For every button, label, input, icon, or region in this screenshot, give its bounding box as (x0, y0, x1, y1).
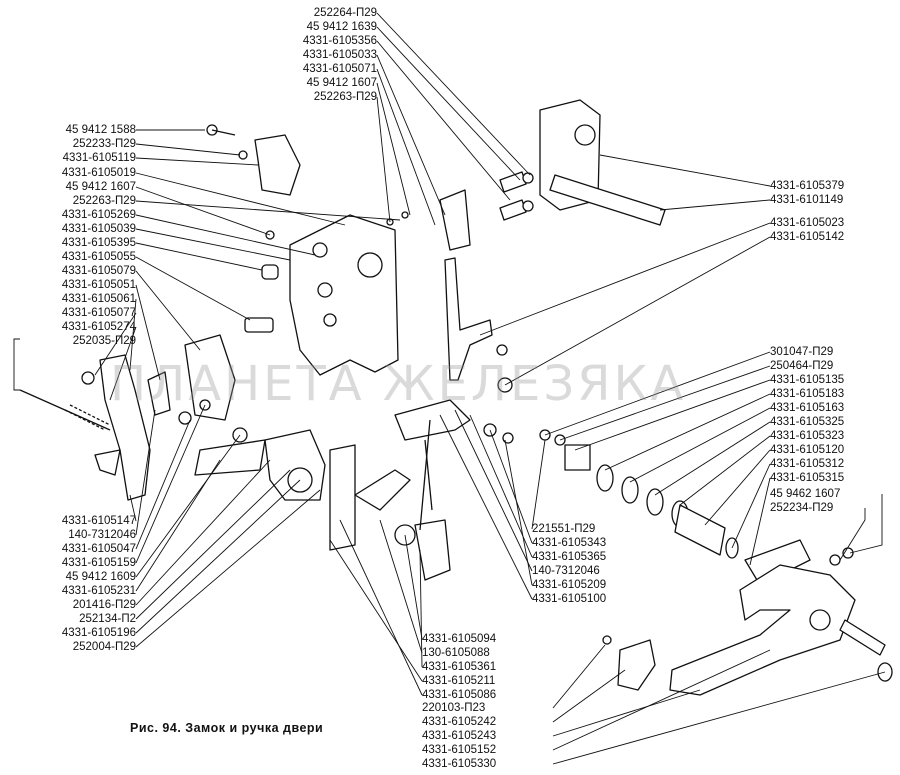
part-label: 4331-6105231 (61, 585, 136, 597)
part-label: 140-7312046 (68, 529, 136, 541)
part-label: 4331-6105086 (422, 689, 497, 701)
part-label: 4331-6105274 (61, 321, 136, 333)
part-label: 252234-П29 (770, 502, 834, 514)
handle-escutcheon (744, 539, 811, 586)
part-label: 4331-6105209 (532, 579, 607, 591)
part-label: 4331-6105361 (422, 661, 497, 673)
part-label: 252004-П29 (72, 641, 136, 653)
part-label: 45 9412 1607 (65, 181, 136, 193)
part-label: 4331-6105120 (770, 444, 845, 456)
rod-bracket (439, 189, 471, 251)
door-key (839, 619, 886, 656)
part-label: 4331-6105039 (61, 223, 136, 235)
part-label: 45 9412 1639 (306, 21, 377, 33)
part-label: 4331-6105343 (532, 537, 607, 549)
part-label: 130-6105088 (422, 647, 490, 659)
part-label: 4331-6105061 (61, 293, 136, 305)
part-label: 252035-П29 (72, 335, 136, 347)
part-label: 4331-6105033 (302, 49, 377, 61)
part-label: 4331-6105325 (770, 416, 845, 428)
handle-gasket (617, 639, 656, 691)
part-label: 4331-6105211 (422, 675, 496, 687)
part-label: 4331-6105019 (61, 167, 136, 179)
part-label: 4331-6105051 (61, 279, 136, 291)
part-label: 4331-6105379 (770, 180, 845, 192)
part-label: 4331-6105183 (770, 388, 845, 400)
part-label: 4331-6105135 (770, 374, 845, 386)
figure-caption: Рис. 94. Замок и ручка двери (130, 721, 324, 735)
part-label: 4331-6105242 (422, 716, 497, 728)
lock-rotor (357, 252, 383, 278)
part-label: 301047-П29 (770, 346, 834, 358)
part-label: 4331-6105243 (422, 730, 497, 742)
part-label: 4331-6105395 (61, 237, 136, 249)
latch-lever (184, 334, 236, 421)
part-label: 201416-П29 (72, 599, 136, 611)
part-label: 4331-6105315 (770, 472, 845, 484)
part-label: 45 9412 1607 (306, 77, 377, 89)
part-label: 140-7312046 (532, 565, 600, 577)
outer-handle (669, 564, 856, 696)
inner-knob (254, 134, 301, 196)
lock-cylinder (674, 504, 726, 556)
part-label: 4331-6105142 (770, 231, 845, 243)
part-label: 220103-П23 (422, 702, 486, 714)
part-label: 4331-6105094 (422, 633, 497, 645)
part-label: 45 9462 1607 (770, 488, 841, 500)
lock-plate (289, 214, 399, 376)
part-label: 4331-6105163 (770, 402, 845, 414)
part-label: 4331-6105196 (61, 627, 136, 639)
watermark-text: ПЛАНЕТА ЖЕЛЕЗЯКА (110, 356, 687, 412)
part-label: 252264-П29 (313, 7, 377, 19)
part-label: 4331-6105079 (61, 265, 136, 277)
part-label: 4331-6105312 (770, 458, 845, 470)
part-label: 4331-6105147 (61, 515, 136, 527)
part-label: 250464-П29 (770, 360, 834, 372)
part-label: 4331-6105269 (61, 209, 136, 221)
part-label: 252134-П2 (79, 613, 136, 625)
part-label: 252263-П29 (313, 91, 377, 103)
part-label: 4331-6105365 (532, 551, 607, 563)
part-label: 4331-6105330 (422, 758, 497, 770)
part-label: 252233-П29 (72, 138, 136, 150)
part-label: 4331-6105047 (61, 543, 136, 555)
part-label: 4331-6105159 (61, 557, 136, 569)
part-label: 4331-6101149 (770, 194, 844, 206)
part-label: 45 9412 1609 (65, 571, 136, 583)
part-label: 45 9412 1588 (65, 124, 136, 136)
part-label: 4331-6105152 (422, 744, 497, 756)
part-label: 4331-6105023 (770, 217, 845, 229)
part-label: 4331-6105323 (770, 430, 845, 442)
part-label: 4331-6105071 (302, 63, 377, 75)
part-label: 4331-6105356 (302, 35, 377, 47)
part-label: 4331-6105119 (62, 152, 136, 164)
part-label: 4331-6105077 (61, 307, 136, 319)
part-label: 4331-6105100 (532, 593, 607, 605)
part-label: 4331-6105055 (61, 251, 136, 263)
part-label: 252263-П29 (72, 195, 136, 207)
part-label: 221551-П29 (532, 523, 596, 535)
